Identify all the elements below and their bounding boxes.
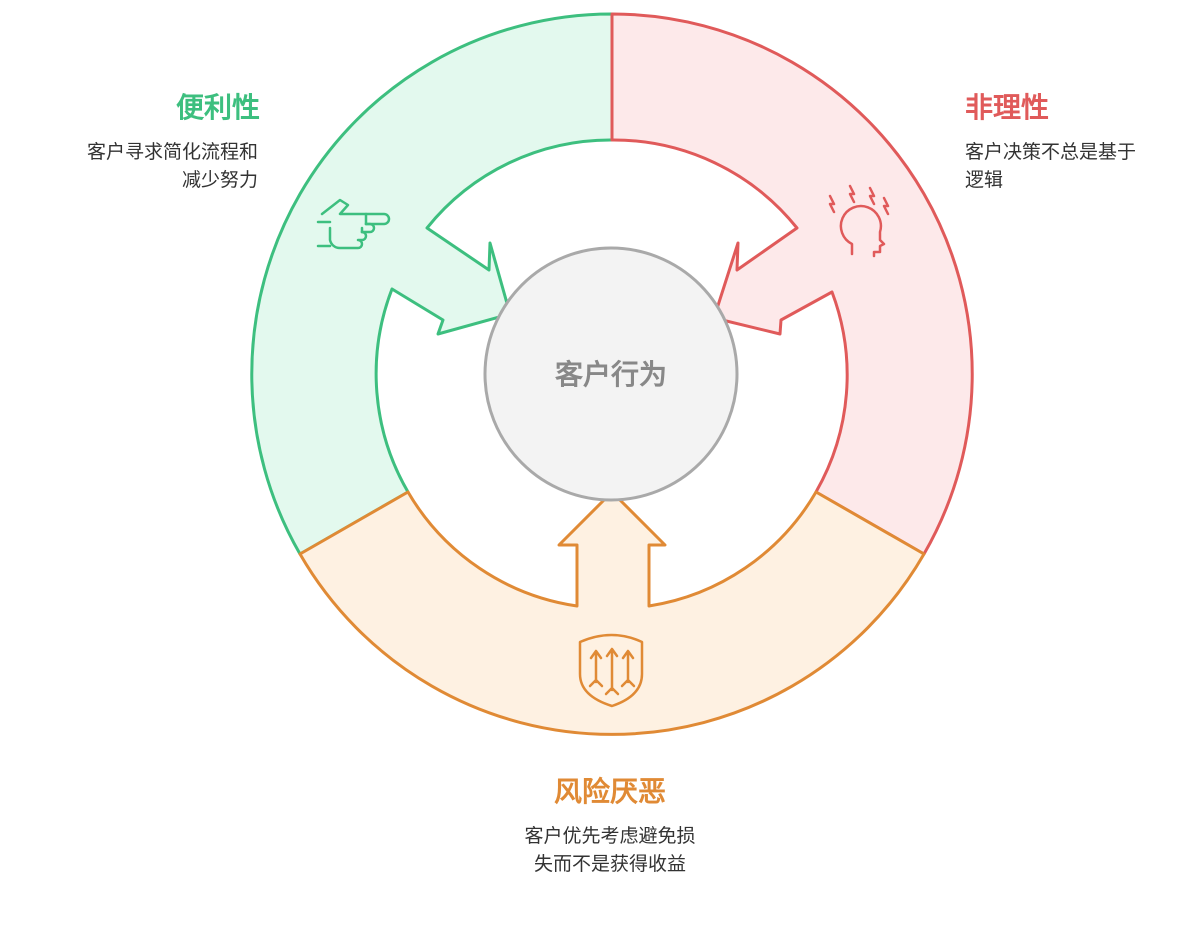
convenience-desc: 客户寻求简化流程和 减少努力 [20, 138, 258, 194]
center-label: 客户行为 [555, 358, 667, 391]
convenience-desc-line: 客户寻求简化流程和 [86, 141, 258, 163]
irrationality-desc-line: 逻辑 [965, 169, 1004, 191]
shield-arrows-icon [578, 633, 644, 708]
irrationality-desc: 客户决策不总是基于 逻辑 [965, 138, 1195, 194]
risk-aversion-desc-line: 客户优先考虑避免损 [524, 825, 696, 847]
stressed-head-icon [828, 184, 890, 258]
irrationality-segment [610, 12, 974, 556]
risk-aversion-desc-line: 失而不是获得收益 [533, 853, 686, 875]
irrationality-title: 非理性 [965, 91, 1050, 124]
center-circle [483, 246, 739, 502]
risk-aversion-segment [298, 490, 926, 736]
risk-aversion-desc: 客户优先考虑避免损 失而不是获得收益 [460, 822, 760, 878]
irrationality-desc-line: 客户决策不总是基于 [965, 141, 1137, 163]
pointing-hand-icon [316, 198, 391, 250]
convenience-segment [250, 12, 614, 556]
convenience-title: 便利性 [175, 91, 260, 124]
risk-aversion-title: 风险厌恶 [553, 775, 666, 808]
convenience-desc-line: 减少努力 [181, 169, 258, 191]
